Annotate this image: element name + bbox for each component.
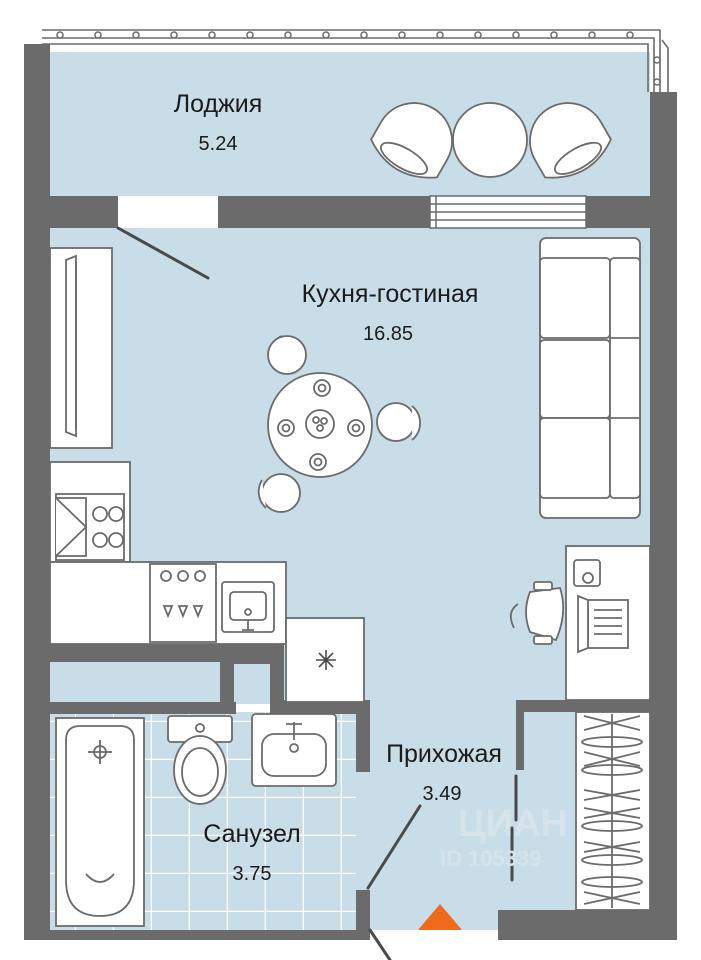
fridge bbox=[285, 617, 365, 703]
dining-chair-right bbox=[376, 402, 421, 442]
room-name-bathroom: Санузел bbox=[203, 820, 300, 848]
tv-unit bbox=[49, 247, 113, 449]
loggia-door-leaf bbox=[116, 226, 210, 280]
smoke-detector-icon bbox=[316, 650, 336, 670]
watermark: ЦИАН ID 105339 bbox=[440, 803, 568, 871]
wardrobe bbox=[575, 711, 651, 911]
oven bbox=[149, 563, 217, 643]
bathtub bbox=[55, 717, 145, 927]
shaft-wall-right bbox=[270, 656, 284, 714]
room-area-bathroom: 3.75 bbox=[233, 863, 272, 885]
dining-chair-top bbox=[267, 335, 307, 375]
loggia-wall-left bbox=[24, 196, 118, 228]
washbasin bbox=[251, 713, 337, 787]
gas-burner-icon bbox=[92, 506, 108, 522]
bathroom-door-leaf bbox=[366, 804, 422, 890]
room-area-loggia: 5.24 bbox=[199, 133, 238, 155]
round-coffee-table bbox=[452, 102, 528, 178]
dining-chair-bottom bbox=[257, 473, 301, 513]
room-labels: Лоджия 5.24 Кухня-гостиная 16.85 Прихожа… bbox=[174, 90, 502, 885]
loggia-furniture bbox=[370, 102, 612, 179]
office-chair bbox=[509, 581, 565, 645]
walls bbox=[24, 44, 677, 940]
balcony-door bbox=[429, 195, 587, 229]
kitchen bbox=[49, 461, 365, 703]
hallway-floor bbox=[356, 700, 576, 930]
loggia-glazing bbox=[42, 29, 669, 92]
room-area-living: 16.85 bbox=[363, 323, 413, 345]
toilet bbox=[167, 715, 233, 805]
room-area-hallway: 3.49 bbox=[423, 783, 462, 805]
shower-drain-icon bbox=[88, 740, 112, 764]
room-name-hallway: Прихожая bbox=[386, 740, 502, 768]
lounge-chair-right bbox=[529, 102, 612, 179]
lounge-chair-left bbox=[370, 102, 453, 179]
kitchen-sink bbox=[221, 581, 275, 633]
bath-top-wall-a bbox=[50, 702, 236, 714]
workspace bbox=[509, 545, 651, 701]
closet-wall-left bbox=[516, 700, 524, 770]
bath-right-wall-low bbox=[356, 890, 370, 930]
shaft-wall-left bbox=[220, 656, 234, 714]
loggia-wall-mid bbox=[218, 196, 430, 228]
watermark-id: ID 105339 bbox=[440, 846, 542, 871]
hob bbox=[55, 493, 125, 561]
watermark-brand: ЦИАН bbox=[458, 803, 568, 845]
bottom-wall-right bbox=[498, 910, 677, 940]
bath-right-wall bbox=[356, 700, 370, 772]
left-outer-wall bbox=[24, 44, 50, 940]
room-name-living: Кухня-гостиная bbox=[302, 280, 479, 308]
closet-wall-top bbox=[516, 700, 650, 712]
entry-door-leaf bbox=[368, 928, 392, 960]
entrance-arrow-icon bbox=[418, 904, 462, 930]
dining-set bbox=[257, 335, 421, 513]
loggia-wall-right bbox=[586, 196, 677, 228]
fruit-bowl bbox=[305, 409, 335, 439]
bath-top-wall-b bbox=[270, 700, 360, 714]
laptop bbox=[577, 594, 629, 654]
bottom-wall-left bbox=[24, 930, 370, 940]
shaft-wall-top bbox=[220, 656, 284, 664]
bathroom-fixtures bbox=[55, 713, 337, 927]
sofa bbox=[539, 237, 641, 519]
right-outer-wall bbox=[650, 224, 677, 940]
hangers bbox=[581, 715, 643, 905]
room-name-loggia: Лоджия bbox=[174, 90, 263, 118]
doors bbox=[116, 226, 518, 960]
